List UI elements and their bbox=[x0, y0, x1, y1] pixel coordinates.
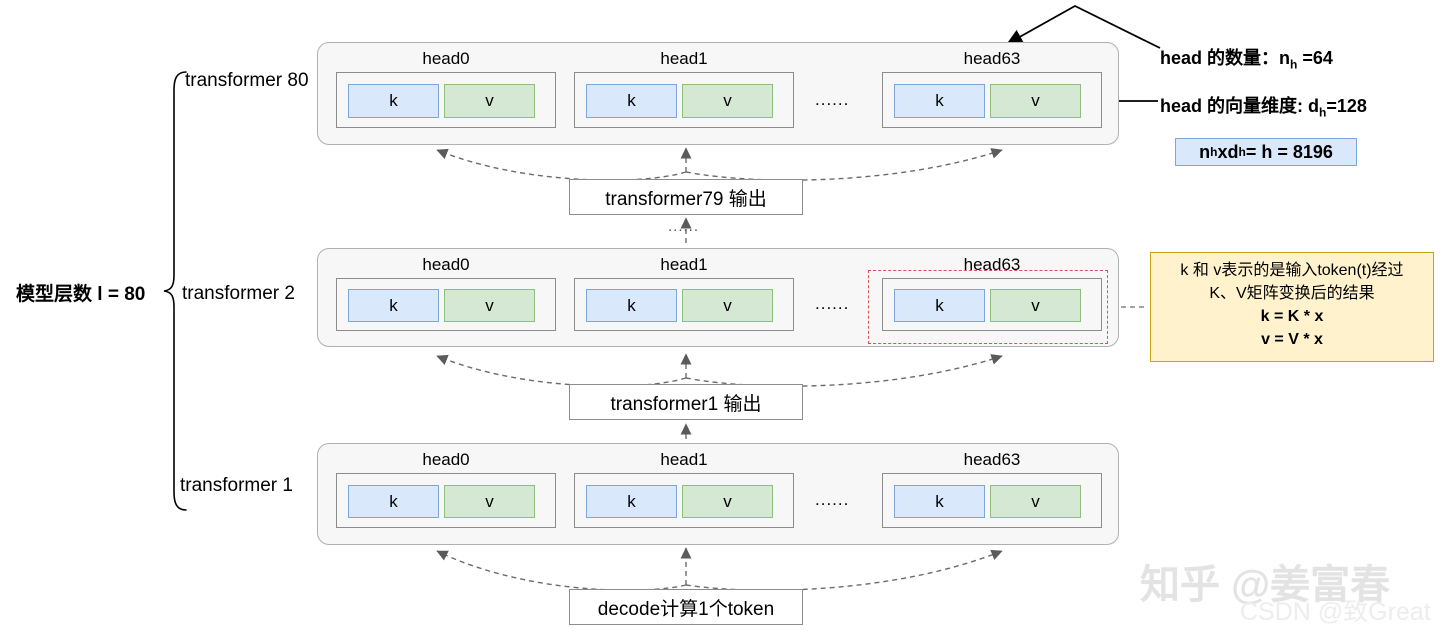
head-box-head63[interactable]: k v bbox=[882, 278, 1102, 331]
callout-line-1: k 和 v表示的是输入token(t)经过 bbox=[1180, 262, 1404, 279]
k-box[interactable]: k bbox=[586, 485, 677, 518]
watermark-zhihu: 知乎 @姜富春 bbox=[1140, 563, 1391, 607]
head-box-head63[interactable]: k v bbox=[882, 473, 1102, 528]
annotation-head-count-sub: h bbox=[1290, 57, 1298, 72]
v-box[interactable]: v bbox=[444, 84, 535, 118]
v-box[interactable]: v bbox=[444, 289, 535, 322]
annotation-head-dim-text: head 的向量维度: bbox=[1160, 96, 1309, 116]
heads-ellipsis: ...... bbox=[815, 490, 850, 509]
annotation-head-dim-value: =128 bbox=[1326, 96, 1367, 116]
heads-ellipsis: ...... bbox=[815, 294, 850, 313]
k-box[interactable]: k bbox=[894, 84, 985, 118]
head-box-head0[interactable]: k v bbox=[336, 278, 556, 331]
annotation-head-dim: head 的向量维度: dh=128 bbox=[1160, 92, 1367, 120]
k-box[interactable]: k bbox=[348, 485, 439, 518]
layer-label-transformer-2: transformer 2 bbox=[182, 283, 295, 304]
k-box[interactable]: k bbox=[894, 289, 985, 322]
transformer-block-80[interactable]: head0 k v head1 k v ...... head63 k v bbox=[317, 42, 1119, 145]
v-box[interactable]: v bbox=[990, 485, 1081, 518]
head-label-head0: head0 bbox=[422, 450, 470, 469]
head-label-head0: head0 bbox=[422, 49, 470, 68]
head-label-head63: head63 bbox=[963, 49, 1021, 68]
annotation-head-dim-sub: h bbox=[1319, 105, 1327, 120]
formula-b-sym: d bbox=[1227, 141, 1239, 162]
k-box[interactable]: k bbox=[348, 84, 439, 118]
head-label-head1: head1 bbox=[660, 255, 708, 274]
annotation-head-count-text: head 的数量： bbox=[1160, 48, 1280, 68]
transformer-block-2[interactable]: head0 k v head1 k v ...... head63 k v bbox=[317, 248, 1119, 347]
annotation-head-count-value: =64 bbox=[1297, 48, 1333, 68]
formula-a-sub: h bbox=[1210, 145, 1218, 159]
v-box[interactable]: v bbox=[990, 84, 1081, 118]
model-layers-label: 模型层数 l = 80 bbox=[16, 284, 146, 305]
head-box-head1[interactable]: k v bbox=[574, 72, 794, 128]
v-box[interactable]: v bbox=[682, 485, 773, 518]
layer-label-transformer-80: transformer 80 bbox=[185, 70, 309, 91]
formula-op: x bbox=[1217, 141, 1228, 162]
v-box[interactable]: v bbox=[444, 485, 535, 518]
fan-arrows-layer2 bbox=[436, 353, 1003, 387]
head63-highlight bbox=[868, 270, 1108, 344]
transformer-block-1[interactable]: head0 k v head1 k v ...... head63 k v bbox=[317, 443, 1119, 545]
formula-a-sym: n bbox=[1199, 141, 1211, 162]
output-box-transformer1[interactable]: transformer1 输出 bbox=[569, 384, 803, 420]
k-box[interactable]: k bbox=[348, 289, 439, 322]
k-box[interactable]: k bbox=[586, 289, 677, 322]
head-label-head1: head1 bbox=[660, 450, 708, 469]
watermark-csdn: CSDN @致Great bbox=[1240, 598, 1431, 626]
decode-token-box[interactable]: decode计算1个token bbox=[569, 589, 803, 625]
v-box[interactable]: v bbox=[682, 289, 773, 322]
formula-b-sub: h bbox=[1238, 145, 1246, 159]
v-box[interactable]: v bbox=[682, 84, 773, 118]
vertical-ellipsis-upper: ...... bbox=[668, 218, 700, 235]
fan-arrows-decode bbox=[436, 547, 1003, 591]
head-box-head1[interactable]: k v bbox=[574, 473, 794, 528]
head-box-head63[interactable]: k v bbox=[882, 72, 1102, 128]
head-label-head0: head0 bbox=[422, 255, 470, 274]
head-label-head63: head63 bbox=[963, 450, 1021, 469]
head-box-head1[interactable]: k v bbox=[574, 278, 794, 331]
callout-line-4: v = V * x bbox=[1261, 331, 1323, 348]
annotation-head-count: head 的数量：nh =64 bbox=[1160, 44, 1333, 72]
heads-ellipsis: ...... bbox=[815, 90, 850, 109]
fan-arrows-layer80 bbox=[436, 147, 1003, 181]
k-box[interactable]: k bbox=[586, 84, 677, 118]
head-label-head1: head1 bbox=[660, 49, 708, 68]
layer-label-transformer-1: transformer 1 bbox=[180, 475, 293, 496]
annotation-head-dim-sym: d bbox=[1308, 96, 1320, 116]
k-box[interactable]: k bbox=[894, 485, 985, 518]
kv-explanation-callout: k 和 v表示的是输入token(t)经过 K、V矩阵变换后的结果 k = K … bbox=[1150, 252, 1434, 362]
v-box[interactable]: v bbox=[990, 289, 1081, 322]
formula-tail: = h = 8196 bbox=[1245, 141, 1333, 162]
head-label-head63: head63 bbox=[963, 255, 1021, 274]
output-box-transformer79[interactable]: transformer79 输出 bbox=[569, 179, 803, 215]
callout-line-3: k = K * x bbox=[1260, 308, 1324, 325]
callout-line-2: K、V矩阵变换后的结果 bbox=[1209, 285, 1375, 302]
annotation-head-count-sym: n bbox=[1279, 48, 1291, 68]
head-box-head0[interactable]: k v bbox=[336, 473, 556, 528]
head-box-head0[interactable]: k v bbox=[336, 72, 556, 128]
